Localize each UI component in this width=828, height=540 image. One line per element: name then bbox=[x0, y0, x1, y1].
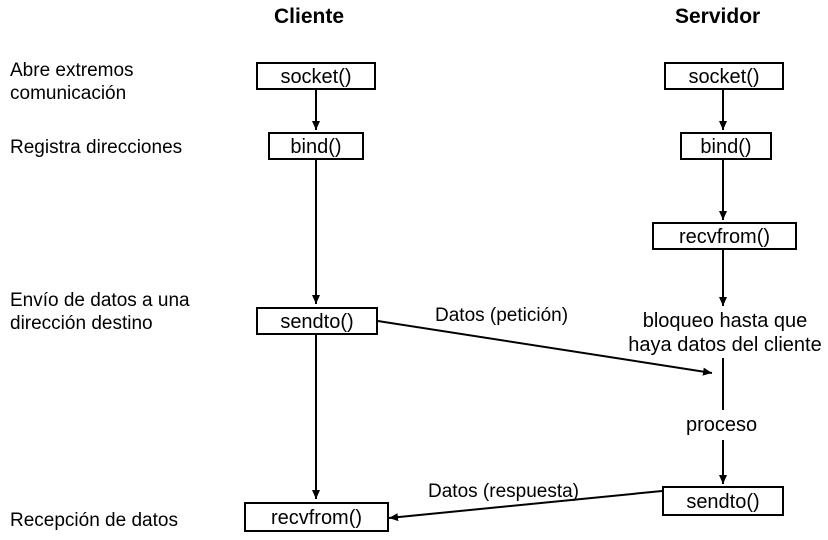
step-register-label: Registra direcciones bbox=[10, 137, 183, 158]
server-bind-box: bind() bbox=[680, 132, 772, 160]
server-header: Servidor bbox=[675, 5, 761, 28]
step-receive-label: Recepción de datos bbox=[10, 510, 178, 531]
client-sendto-box: sendto() bbox=[256, 307, 378, 335]
client-header: Cliente bbox=[274, 5, 345, 28]
arrow-response bbox=[388, 490, 663, 522]
server-block-text: bloqueo hasta que haya datos del cliente bbox=[628, 310, 822, 356]
step-send-label: Envío de datos a una dirección destino bbox=[10, 290, 190, 334]
arrow-request bbox=[377, 320, 713, 376]
server-sendto-box: sendto() bbox=[662, 486, 784, 516]
client-socket-box: socket() bbox=[256, 62, 376, 90]
client-bind-box: bind() bbox=[268, 132, 364, 160]
response-label: Datos (respuesta) bbox=[428, 481, 580, 502]
server-recvfrom-box: recvfrom() bbox=[652, 222, 797, 250]
step-open-label: Abre extremos comunicación bbox=[10, 60, 134, 104]
request-label: Datos (petición) bbox=[435, 305, 569, 326]
server-process-text: proceso bbox=[686, 414, 758, 436]
server-socket-box: socket() bbox=[664, 62, 784, 90]
client-recvfrom-box: recvfrom() bbox=[244, 502, 389, 532]
